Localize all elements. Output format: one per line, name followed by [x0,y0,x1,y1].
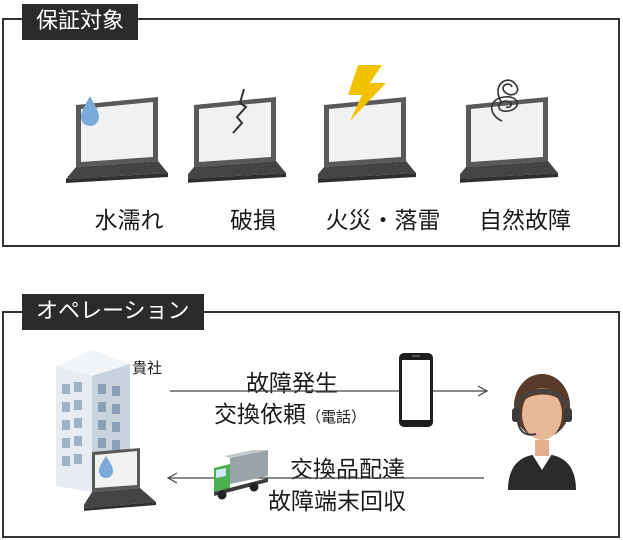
delivery-truck-icon [214,450,268,500]
coverage-label-fire-lightning: 火災・落雷 [325,208,441,234]
coverage-item-fire-lightning: 火災・落雷 [318,63,448,239]
support-operator-icon [508,374,576,490]
laptop-water-drop-icon [66,96,168,183]
operation-title: オペレーション [22,294,204,330]
coverage-label-natural-failure: 自然故障 [479,208,571,234]
flow-exchange-request: 交換依頼（電話） [214,395,366,429]
flow-exchange-request-text: 交換依頼 [214,402,306,428]
flow-failure-occurs: 故障発生 [246,371,338,397]
coverage-label-broken: 破損 [230,208,276,234]
coverage-label-water: 水濡れ [94,208,164,234]
flow-faulty-device-collection: 故障端末回収 [268,489,406,515]
laptop-water-drop-small-icon [84,448,156,511]
flow-replacement-delivery: 交換品配達 [290,457,405,483]
company-label: 貴社 [132,359,163,377]
flow-phone-note: （電話） [306,408,367,426]
coverage-item-water: 水濡れ [64,63,194,239]
laptop-lightning-icon [318,65,416,183]
arrow-to-support-center [170,385,489,397]
coverage-item-natural-failure: 自然故障 [460,63,590,239]
coverage-item-broken: 破損 [188,63,318,239]
coverage-title: 保証対象 [22,4,139,40]
laptop-cracked-screen-icon [188,88,286,183]
smartphone-icon [399,353,433,427]
laptop-malfunction-icon [460,79,558,183]
